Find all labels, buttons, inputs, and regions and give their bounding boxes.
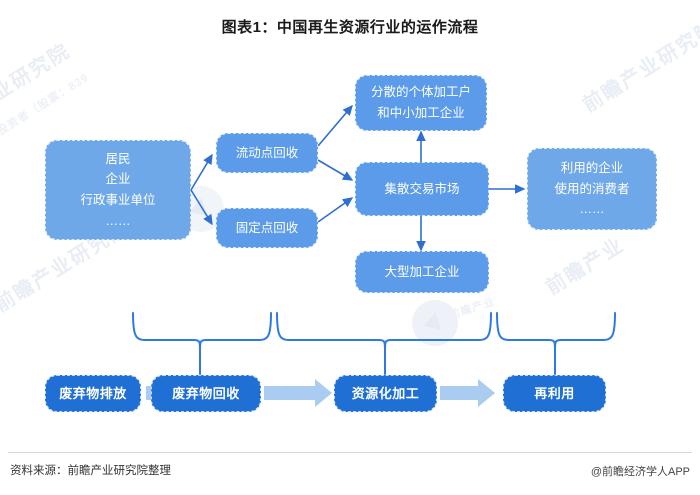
watermark-logo-circle bbox=[412, 300, 458, 346]
stage-waste-collection[interactable]: 废弃物回收 bbox=[151, 375, 261, 412]
node-large-processors[interactable]: 大型加工企业 bbox=[355, 251, 489, 293]
watermark-investor: 投资者（股票：839 bbox=[0, 71, 92, 138]
node-line: 企业 bbox=[105, 172, 131, 187]
node-label: 流动点回收 bbox=[235, 145, 299, 160]
node-trading-market[interactable]: 集散交易市场 bbox=[355, 162, 489, 216]
stage-label: 资源化加工 bbox=[351, 385, 420, 401]
node-line: …… bbox=[105, 213, 131, 228]
node-line: 使用的消费者 bbox=[554, 181, 630, 196]
node-label: 集散交易市场 bbox=[384, 181, 460, 196]
node-line: 行政事业单位 bbox=[80, 193, 156, 207]
chart-title: 图表1：中国再生资源行业的运作流程 bbox=[221, 19, 479, 36]
watermark-center-label: 前瞻产业 bbox=[447, 295, 497, 323]
footer-divider bbox=[8, 452, 692, 453]
node-line: 利用的企业 bbox=[560, 161, 624, 176]
node-end-users[interactable]: 利用的企业 使用的消费者 …… bbox=[527, 148, 657, 230]
stage-braces bbox=[132, 312, 616, 375]
node-line: 分散的个体加工户 bbox=[370, 85, 471, 100]
stage-label: 再利用 bbox=[534, 385, 575, 401]
app-attribution: @前瞻经济学人APP bbox=[590, 466, 690, 478]
stage-resource-processing[interactable]: 资源化加工 bbox=[334, 375, 437, 412]
node-small-processors[interactable]: 分散的个体加工户 和中小加工企业 bbox=[355, 75, 487, 131]
source-note: 资料来源：前瞻产业研究院整理 bbox=[10, 465, 171, 477]
stage-waste-discharge[interactable]: 废弃物排放 bbox=[45, 375, 141, 412]
node-mobile-recycling[interactable]: 流动点回收 bbox=[216, 133, 318, 173]
node-fixed-recycling[interactable]: 固定点回收 bbox=[216, 208, 318, 248]
watermark-left-top: 业研究院 bbox=[0, 39, 75, 106]
stage-label: 废弃物排放 bbox=[59, 385, 127, 401]
node-line: 居民 bbox=[105, 151, 131, 166]
block-arrow-2 bbox=[264, 379, 332, 407]
node-line: 和中小加工企业 bbox=[377, 106, 465, 120]
node-waste-sources[interactable]: 居民 企业 行政事业单位 …… bbox=[45, 140, 191, 240]
watermark-right-bottom: 前瞻产业 bbox=[542, 233, 629, 300]
block-arrow-3 bbox=[440, 379, 495, 407]
watermark-logo-mark-2 bbox=[189, 196, 211, 216]
node-label: 固定点回收 bbox=[235, 220, 299, 235]
stage-reuse[interactable]: 再利用 bbox=[503, 375, 606, 412]
node-line: …… bbox=[579, 202, 605, 217]
node-label: 大型加工企业 bbox=[384, 264, 460, 279]
watermark-logo-mark bbox=[423, 310, 445, 330]
stage-label: 废弃物回收 bbox=[172, 385, 240, 401]
